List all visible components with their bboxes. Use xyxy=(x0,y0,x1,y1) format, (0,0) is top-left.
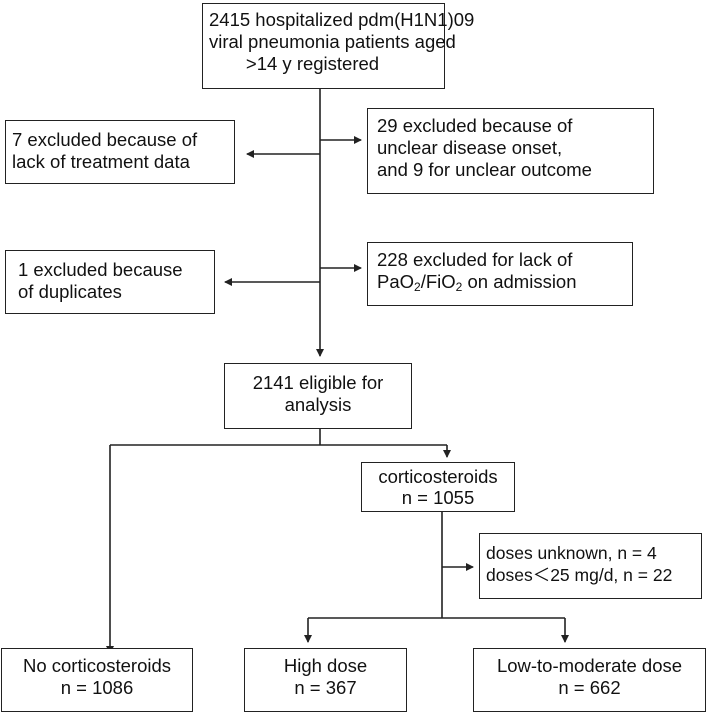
on-admission-label: on admission xyxy=(462,271,577,292)
corticosteroids-box: corticosteroids n = 1055 xyxy=(361,462,515,512)
excl-onset-line-1: 29 excluded because of xyxy=(377,115,573,136)
excl-pao2-line-2: PaO2/FiO2 on admission xyxy=(377,271,626,293)
pao2-subscript: 2 xyxy=(414,280,421,294)
high-dose-line-2: n = 367 xyxy=(294,677,357,698)
excl-duplicates-line-2: of duplicates xyxy=(18,281,122,302)
doses-excluded-line-2: doses＜25 mg/d, n = 22 xyxy=(486,565,673,585)
registered-line-2: viral pneumonia patients aged xyxy=(209,31,456,52)
no-cortico-line-1: No corticosteroids xyxy=(22,655,172,676)
excluded-pao2-box: 228 excluded for lack of PaO2/FiO2 on ad… xyxy=(367,242,633,306)
fio2-subscript: 2 xyxy=(455,280,463,294)
low-dose-line-2: n = 662 xyxy=(558,677,621,698)
registered-line-3: >14 y registered xyxy=(245,53,380,74)
excl-onset-line-2: unclear disease onset, xyxy=(377,137,563,158)
pao2-label: PaO xyxy=(377,271,415,292)
doses-excluded-line-1: doses unknown, n = 4 xyxy=(486,543,657,563)
excl-onset-line-3: and 9 for unclear outcome xyxy=(377,159,592,180)
excluded-treatment-box: 7 excluded because of lack of treatment … xyxy=(5,120,235,184)
excluded-duplicates-box: 1 excluded because of duplicates xyxy=(5,250,215,314)
excl-treatment-line-2: lack of treatment data xyxy=(12,151,190,172)
doses-excluded-box: doses unknown, n = 4 doses＜25 mg/d, n = … xyxy=(479,533,702,599)
excl-duplicates-line-1: 1 excluded because xyxy=(18,259,183,280)
high-dose-box: High dose n = 367 xyxy=(244,648,407,712)
registered-patients-box: 2415 hospitalized pdm(H1N1)09 viral pneu… xyxy=(202,3,475,89)
corticosteroids-line-1: corticosteroids xyxy=(378,466,498,487)
eligible-line-2: analysis xyxy=(284,394,352,415)
corticosteroids-line-2: n = 1055 xyxy=(401,487,475,508)
eligible-box: 2141 eligible for analysis xyxy=(224,363,412,429)
fio2-label: /FiO xyxy=(420,271,456,292)
low-to-moderate-dose-box: Low-to-moderate dose n = 662 xyxy=(473,648,706,712)
high-dose-line-1: High dose xyxy=(283,655,368,676)
no-cortico-line-2: n = 1086 xyxy=(60,677,134,698)
eligible-line-1: 2141 eligible for xyxy=(252,372,384,393)
excl-pao2-line-1: 228 excluded for lack of xyxy=(377,249,573,270)
no-corticosteroids-box: No corticosteroids n = 1086 xyxy=(1,648,193,712)
low-dose-line-1: Low-to-moderate dose xyxy=(496,655,683,676)
excl-treatment-line-1: 7 excluded because of xyxy=(12,129,198,150)
registered-line-1: 2415 hospitalized pdm(H1N1)09 xyxy=(209,9,475,30)
excluded-onset-box: 29 excluded because of unclear disease o… xyxy=(367,108,654,194)
